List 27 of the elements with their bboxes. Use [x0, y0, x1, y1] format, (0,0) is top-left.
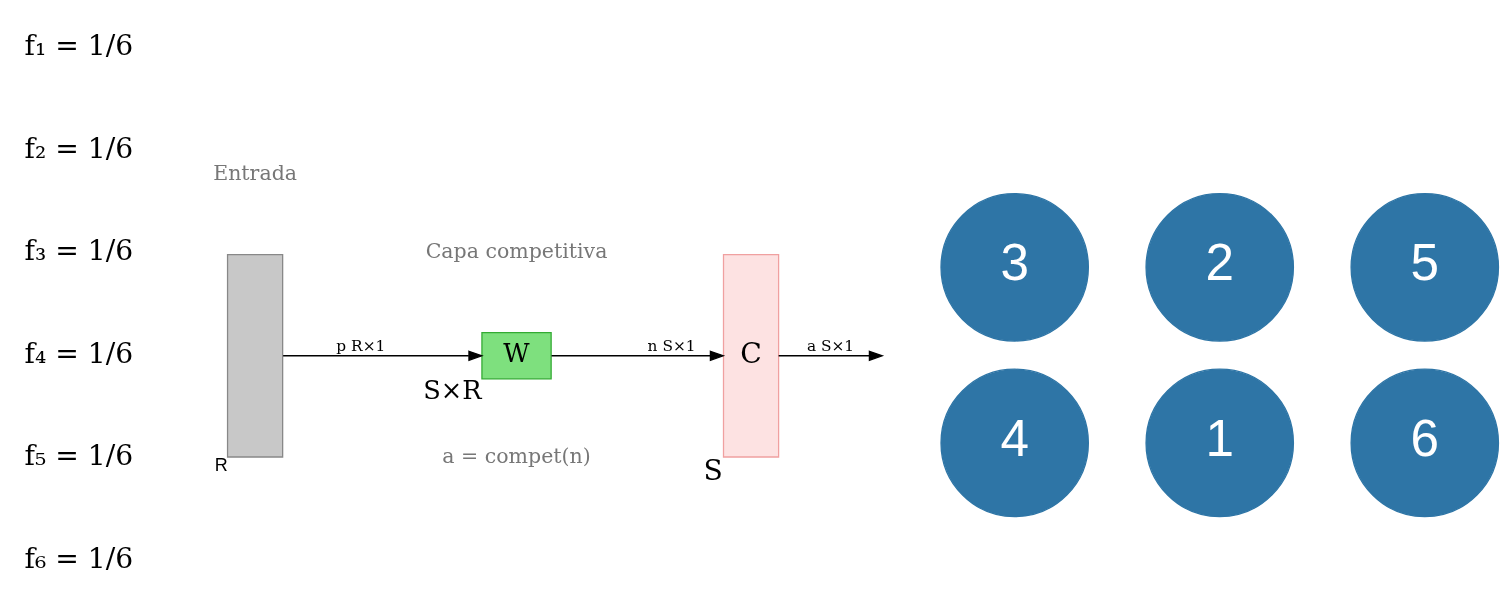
node-circle: 5 [1350, 193, 1500, 342]
edge-label: p R×1 [336, 337, 386, 356]
node-circle: 3 [940, 193, 1090, 342]
edge-label: a S×1 [806, 337, 855, 356]
label: f₁ = 1/6 [24, 29, 134, 63]
label: a = compet(n) [442, 444, 591, 469]
node-box: C [722, 253, 780, 458]
label: f₆ = 1/6 [24, 541, 134, 575]
node-circle: 6 [1350, 368, 1500, 518]
edge-label: n S×1 [647, 337, 696, 356]
node-bar [226, 253, 284, 458]
label: f₄ = 1/6 [24, 336, 134, 370]
label: f₂ = 1/6 [24, 131, 134, 165]
label: f₃ = 1/6 [24, 234, 134, 268]
node-box: W [481, 332, 552, 380]
node-label: S×R [423, 375, 482, 406]
node-circle: 1 [1145, 368, 1295, 518]
node-label: R [214, 455, 228, 476]
node-circle: 2 [1145, 193, 1295, 342]
label: Capa competitiva [425, 239, 608, 264]
arrow [550, 350, 726, 362]
arrow [778, 350, 885, 362]
label: f₅ = 1/6 [24, 439, 134, 473]
label: Entrada [213, 160, 297, 185]
node-label: S [703, 453, 723, 487]
node-circle: 4 [940, 368, 1090, 518]
arrow [282, 350, 484, 362]
